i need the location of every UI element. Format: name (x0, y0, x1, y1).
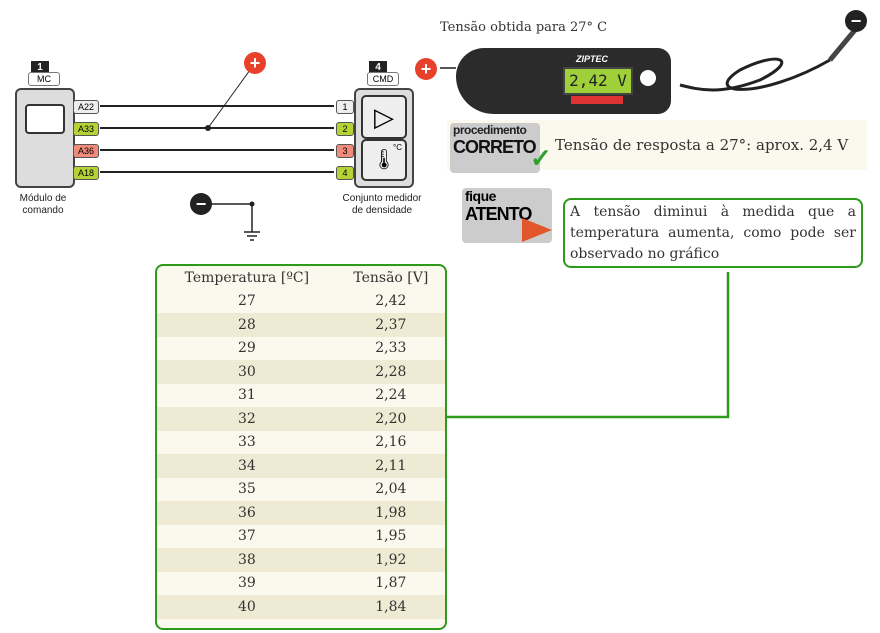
temperature-cell: 39 (157, 571, 337, 595)
voltage-cell: 2,16 (336, 430, 445, 454)
voltage-cell: 2,04 (336, 477, 445, 501)
plus-icon: + (244, 52, 266, 74)
voltage-cell: 2,42 (336, 289, 445, 313)
voltage-cell: 2,37 (336, 313, 445, 337)
meter-caption: Tensão obtida para 27° C (440, 20, 608, 35)
voltage-cell: 1,84 (336, 595, 445, 619)
temperature-cell: 36 (157, 501, 337, 525)
sensor-pin: 4 (336, 166, 354, 180)
temperature-cell: 32 (157, 407, 337, 431)
module-number: 1 (31, 61, 49, 74)
sensor-number: 4 (369, 61, 387, 74)
voltage-cell: 2,24 (336, 383, 445, 407)
module-pin: A33 (73, 122, 99, 136)
check-icon: ✓ (530, 143, 552, 173)
voltage-cell: 1,87 (336, 571, 445, 595)
minus-icon: − (190, 193, 212, 215)
plus-icon: + (415, 58, 437, 80)
arrow-icon (522, 218, 552, 242)
voltage-cell: 2,28 (336, 360, 445, 384)
logo-icon (640, 70, 656, 86)
multimeter: ZIPTEC 2,42 V (456, 48, 671, 114)
probe-tip (440, 67, 456, 69)
voltage-cell: 1,98 (336, 501, 445, 525)
column-header: Temperatura [ºC] (184, 269, 310, 286)
sensor-pin: 3 (336, 144, 354, 158)
voltage-cell: 2,33 (336, 336, 445, 360)
temperature-cell: 31 (157, 383, 337, 407)
column-header: Tensão [V] (353, 269, 429, 286)
sensor-pin: 2 (336, 122, 354, 136)
module-pin: A36 (73, 144, 99, 158)
attention-callout: A tensão diminui à medida que a temperat… (563, 198, 863, 268)
chip-icon (25, 104, 65, 134)
attention-badge: fique ATENTO (462, 188, 552, 243)
pump-icon: ▷ (361, 95, 407, 139)
meter-brand: ZIPTEC (576, 54, 609, 64)
sensor-body: ▷ 🌡°C (354, 88, 414, 188)
procedure-text: Tensão de resposta a 27°: aprox. 2,4 V (555, 136, 849, 154)
temperature-cell: 35 (157, 477, 337, 501)
voltage-cell: 1,95 (336, 524, 445, 548)
temperature-cell: 27 (157, 289, 337, 313)
module-body (15, 88, 75, 188)
temperature-cell: 30 (157, 360, 337, 384)
module-code: MC (28, 72, 60, 86)
voltage-cell: 2,11 (336, 454, 445, 478)
voltage-cell: 1,92 (336, 548, 445, 572)
voltage-cell: 2,20 (336, 407, 445, 431)
module-pin: A18 (73, 166, 99, 180)
procedure-badge: procedimento CORRETO ✓ (450, 123, 552, 173)
temperature-cell: 33 (157, 430, 337, 454)
temperature-cell: 34 (157, 454, 337, 478)
module-pin: A22 (73, 100, 99, 114)
thermometer-icon: 🌡°C (361, 139, 407, 181)
temperature-cell: 37 (157, 524, 337, 548)
sensor-code: CMD (367, 72, 399, 86)
temperature-cell: 40 (157, 595, 337, 619)
sensor-pin: 1 (336, 100, 354, 114)
meter-label (571, 96, 623, 104)
temperature-cell: 29 (157, 336, 337, 360)
temperature-cell: 38 (157, 548, 337, 572)
meter-display: 2,42 V (563, 67, 633, 95)
minus-icon: − (845, 10, 867, 32)
temperature-cell: 28 (157, 313, 337, 337)
